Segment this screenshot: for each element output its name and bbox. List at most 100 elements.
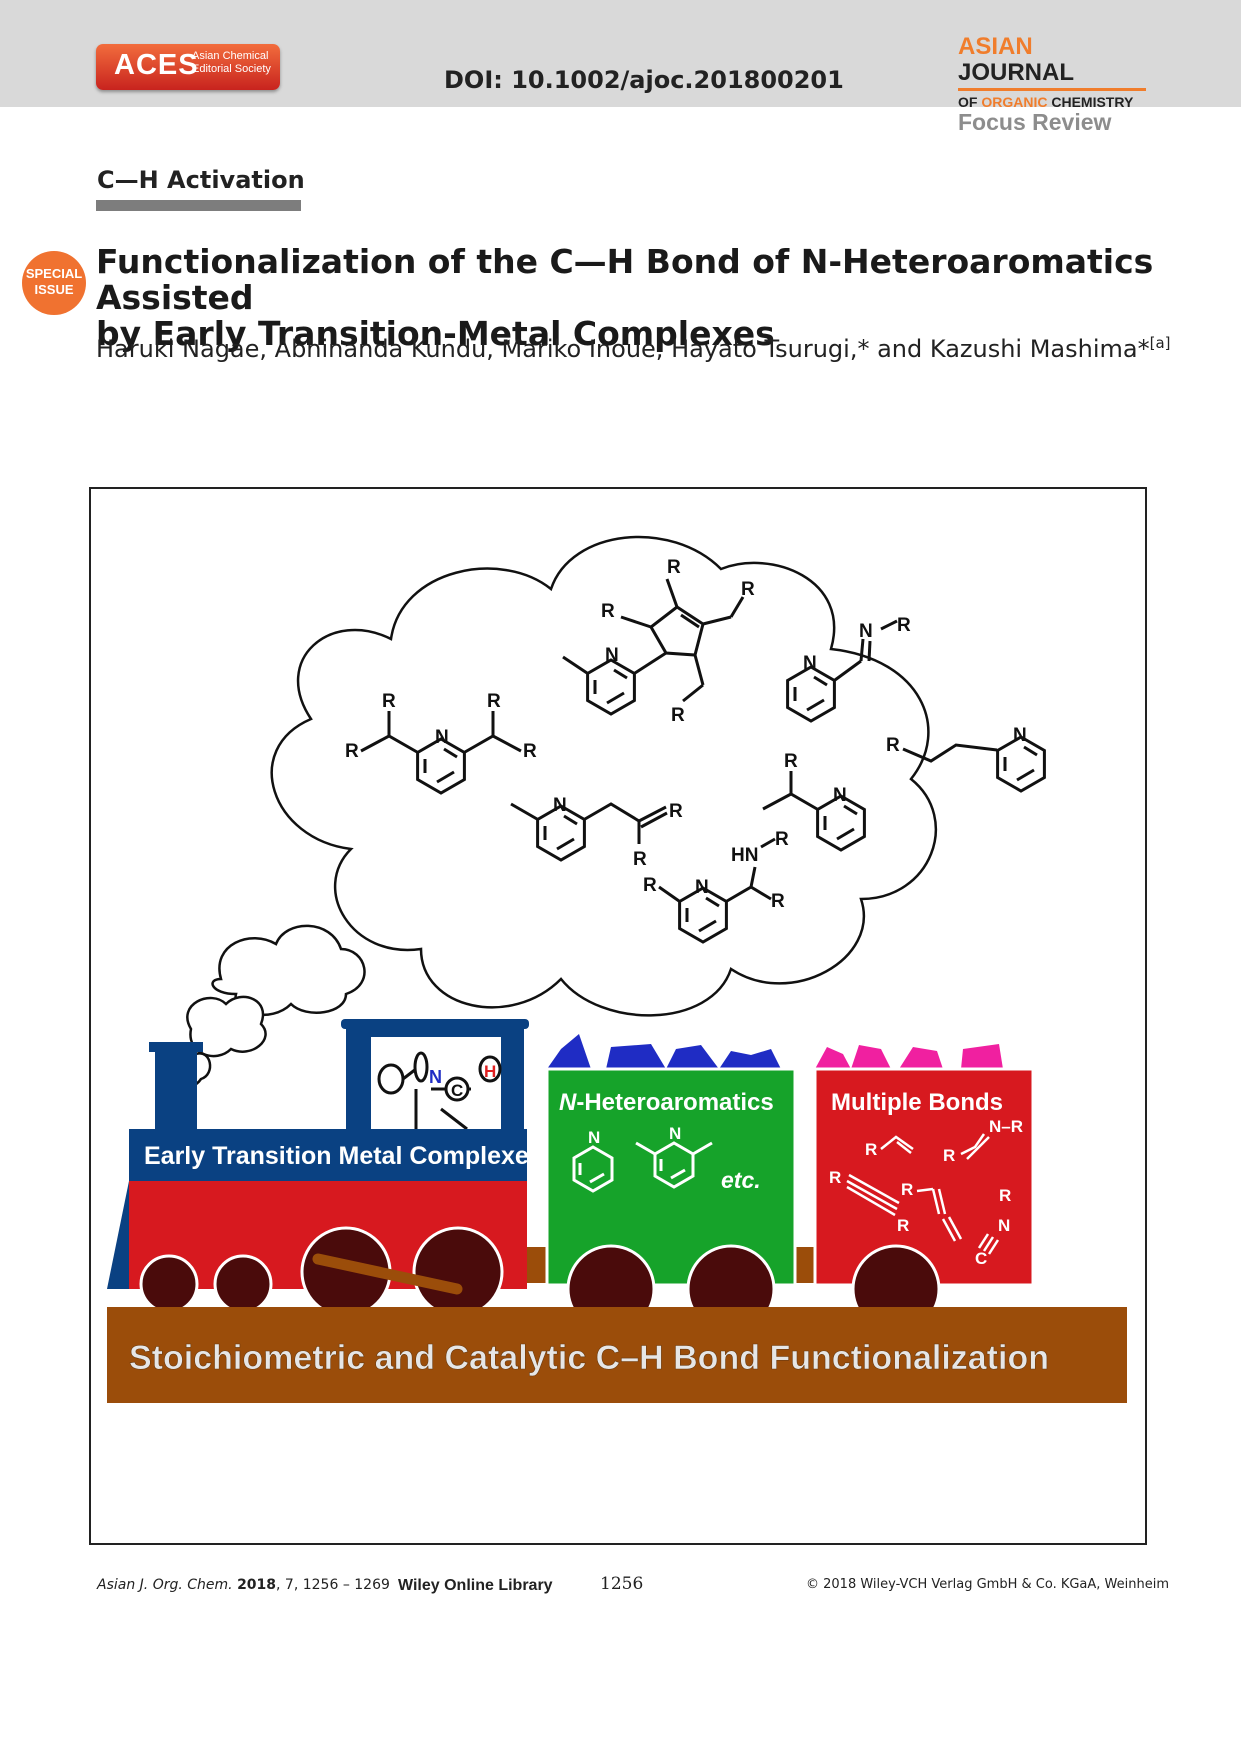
aces-logo-subtitle: Asian Chemical Editorial Society (192, 50, 271, 75)
atom-r-label: R (829, 1168, 841, 1187)
pyridine-icon: N (572, 1128, 614, 1193)
atom-n-label: N (833, 785, 847, 806)
locomotive: N C H Early Transition Metal Complexes (107, 1019, 543, 1318)
coal-piece (719, 1049, 781, 1069)
atom-r-label: R (643, 875, 657, 896)
thought-cloud (162, 535, 938, 1089)
journal-word-journal: JOURNAL (958, 59, 1075, 86)
atom-r-label: R (382, 691, 396, 712)
atom-c-label: C (975, 1249, 987, 1268)
car1-label-rest: -Heteroaromatics (576, 1089, 773, 1116)
atom-n-label: N (859, 621, 873, 642)
footer-citation: Asian J. Org. Chem. 2018, 7, 1256 – 1269 (97, 1577, 390, 1593)
atom-hn-label: HN (731, 845, 758, 866)
journal-word-chemistry: CHEMISTRY (1051, 94, 1134, 110)
special-issue-badge[interactable]: SPECIAL ISSUE (22, 251, 86, 315)
track-band (107, 1307, 1127, 1403)
connecting-rod (312, 1253, 463, 1295)
car1-label-italic: N (559, 1089, 577, 1116)
atom-h-label: H (484, 1062, 496, 1081)
page-number: 1256 (600, 1574, 644, 1594)
citation-rest: , 7, 1256 – 1269 (276, 1577, 390, 1593)
cowcatcher (107, 1181, 129, 1289)
title-line-2: by Early Transition-Metal Complexes (96, 314, 775, 353)
smokestack (155, 1044, 197, 1134)
coal-piece (815, 1047, 851, 1069)
metal-complex-in-cab: N C H (377, 1051, 502, 1131)
coal-piece (899, 1047, 943, 1069)
citation-year: 2018 (237, 1577, 277, 1593)
molecule-structures: N R R R R N R R R R (345, 557, 1046, 944)
badge-line-2: ISSUE (34, 282, 74, 297)
atom-r-label: R (775, 829, 789, 850)
graphical-abstract-svg: N R R R R N R R R R (107, 535, 1127, 1403)
atom-r-label: R (886, 735, 900, 756)
copyright-notice: © 2018 Wiley-VCH Verlag GmbH & Co. KGaA,… (806, 1577, 1170, 1592)
molecule-branched-alkylpyridine: R N (762, 751, 866, 852)
atom-r-label: R (999, 1186, 1011, 1205)
lutidine-icon: N (635, 1124, 713, 1189)
aces-logo: ACES Asian Chemical Editorial Society (96, 44, 280, 90)
coal-piece (961, 1044, 1003, 1069)
coal-piece (606, 1044, 666, 1069)
journal-word-asian: ASIAN (958, 33, 1033, 60)
molecule-alkyl-pyridine: R N (886, 725, 1046, 793)
article-type: Focus Review (958, 109, 1112, 135)
journal-rule (958, 88, 1146, 91)
atom-n-label: N (695, 877, 709, 898)
wheel (213, 1254, 273, 1314)
doi-link[interactable]: DOI: 10.1002/ajoc.201800201 (444, 66, 844, 94)
atom-n-label: N (429, 1067, 442, 1087)
wiley-online-library-link[interactable]: Wiley Online Library (398, 1577, 553, 1594)
atom-r-label: R (865, 1140, 877, 1159)
atom-n-label: N (553, 795, 567, 816)
molecule-cyclopentadienyl-pyridine: N R R R R (562, 557, 755, 726)
atom-n-label: N (588, 1128, 600, 1147)
car1-label: N-Heteroaromatics (559, 1089, 774, 1116)
author-affiliation-mark[interactable]: [a] (1149, 334, 1171, 352)
car-multiple-bonds: Multiple Bonds R R N–R R R R R N C (813, 1044, 1035, 1334)
atom-n-label: N (435, 727, 449, 748)
coupler (795, 1247, 815, 1283)
authors-text: Haruki Nagae, Abhinanda Kundu, Mariko In… (96, 335, 1150, 363)
title-line-1: Functionalization of the C—H Bond of N-H… (96, 242, 1154, 317)
atom-r-label: R (671, 705, 685, 726)
section-heading: C—H Activation (97, 166, 305, 194)
citation-journal: Asian J. Org. Chem. (97, 1577, 233, 1593)
molecule-bis-alkylpyridine: N R R R R (345, 691, 537, 795)
drive-wheel (412, 1226, 504, 1318)
atom-n-label: N (998, 1216, 1010, 1235)
coal-piece (851, 1045, 891, 1069)
coal-piece (666, 1045, 719, 1069)
journal-word-of: OF (958, 94, 978, 110)
atom-n-label: N (605, 645, 619, 666)
atom-n-label: N (803, 653, 817, 674)
atom-r-label: R (667, 557, 681, 578)
atom-r-label: R (741, 579, 755, 600)
locomotive-label: Early Transition Metal Complexes (144, 1142, 543, 1170)
atom-c-label: C (451, 1081, 463, 1100)
journal-word-organic: ORGANIC (981, 94, 1048, 110)
author-list: Haruki Nagae, Abhinanda Kundu, Mariko In… (96, 334, 1171, 363)
atom-r-label: R (633, 849, 647, 870)
journal-logo: ASIAN JOURNAL OF ORGANIC CHEMISTRY Focus… (958, 34, 1146, 134)
atom-n-label: N (1013, 725, 1027, 746)
wheel (139, 1254, 199, 1314)
atom-nr-label: N–R (989, 1117, 1023, 1136)
atom-r-label: R (897, 1216, 909, 1235)
boiler-label-band (129, 1129, 527, 1181)
cab-roof (341, 1019, 529, 1029)
car2-label: Multiple Bonds (831, 1089, 1003, 1116)
molecule-allyl-pyridine: N R R (510, 795, 683, 870)
article-title: Functionalization of the C—H Bond of N-H… (96, 244, 1156, 352)
badge-line-1: SPECIAL (25, 266, 83, 281)
atom-r-label: R (771, 891, 785, 912)
atom-r-label: R (901, 1180, 913, 1199)
multiple-bond-structures: R R N–R R R R R N C (829, 1117, 1023, 1268)
graphical-abstract: N R R R R N R R R R (89, 487, 1147, 1545)
coupler (527, 1247, 547, 1283)
atom-r-label: R (943, 1146, 955, 1165)
atom-r-label: R (601, 601, 615, 622)
atom-r-label: R (669, 801, 683, 822)
car1-etc: etc. (721, 1167, 761, 1193)
